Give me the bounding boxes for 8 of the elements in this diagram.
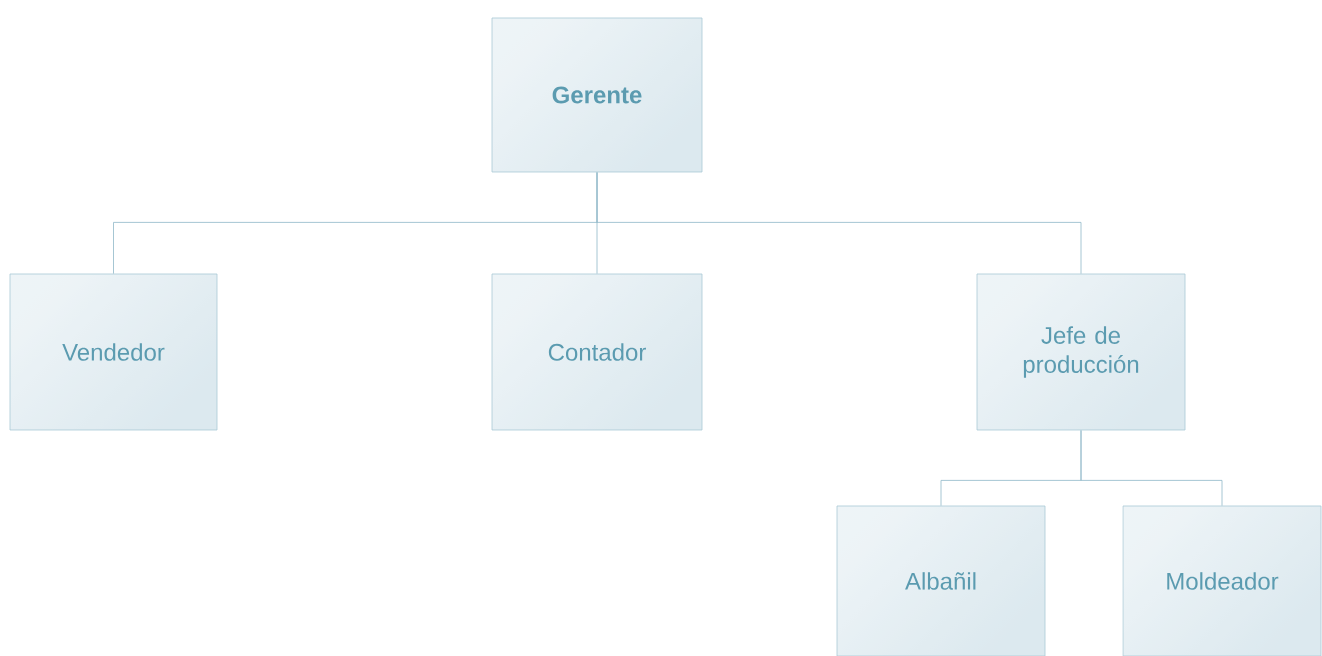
- org-box: Contador: [491, 273, 703, 431]
- org-box: Moldeador: [1122, 505, 1322, 656]
- org-box: Vendedor: [9, 273, 218, 431]
- connector-line: [1080, 430, 1223, 506]
- connector-line: [596, 172, 1082, 274]
- org-box: Gerente: [491, 17, 703, 173]
- org-box: Jefe de producción: [976, 273, 1186, 431]
- org-box: Albañil: [836, 505, 1046, 656]
